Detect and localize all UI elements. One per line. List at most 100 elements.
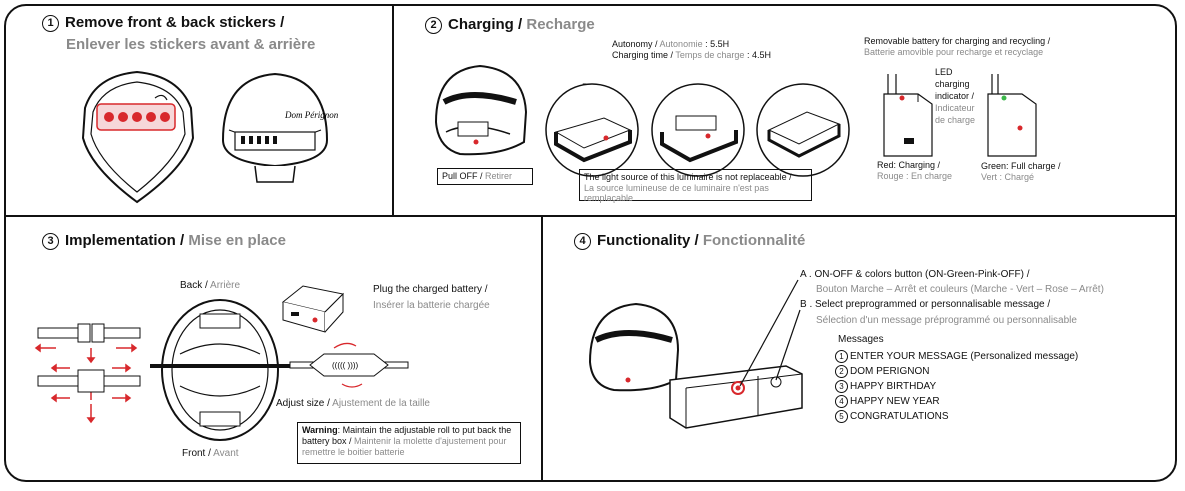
autonomy-en: Autonomy /	[612, 39, 658, 49]
message-number: 5	[835, 410, 848, 423]
plug-battery-fr: Insérer la batterie chargée	[373, 300, 490, 311]
section2-title: 2 Charging / Recharge	[425, 16, 595, 34]
horizontal-divider	[4, 215, 1177, 217]
button-a-en: A . ON-OFF & colors button (ON-Green-Pin…	[800, 269, 1030, 280]
step-number-badge: 2	[425, 17, 442, 34]
message-number: 4	[835, 395, 848, 408]
messages-title: Messages	[838, 334, 884, 345]
led-indicator-fr: Indicateur de charge	[935, 103, 976, 125]
led-indicator-en: LED charging indicator /	[935, 67, 975, 101]
front-fr: Avant	[213, 448, 239, 459]
section1-title-fr: Enlever les stickers avant & arrière	[66, 36, 316, 53]
removable-battery-fr: Batterie amovible pour recharge et recyc…	[864, 47, 1044, 57]
charging-time-line: Charging time / Temps de charge : 4.5H	[612, 50, 771, 61]
step-number-badge: 1	[42, 15, 59, 32]
front-label: Front / Avant	[182, 448, 239, 460]
message-text: HAPPY BIRTHDAY	[850, 381, 937, 392]
light-source-fr: La source lumineuse de ce luminaire n'es…	[584, 183, 769, 203]
battery-step-circle-1	[545, 83, 639, 177]
red-charging-fr: Rouge : En charge	[877, 171, 953, 181]
button-b-en: B . Select preprogrammed or personnalisa…	[800, 299, 1051, 310]
pull-off-fr: Retirer	[485, 171, 513, 181]
battery-step-circle-3	[756, 83, 850, 177]
led-indicator-label: LED charging indicator / Indicateur de c…	[935, 66, 985, 126]
pull-off-box: Pull OFF / Retirer	[437, 168, 533, 185]
back-fr: Arrière	[210, 280, 241, 291]
callout-lines	[739, 279, 801, 387]
button-a-fr: Bouton Marche – Arrêt et couleurs (March…	[816, 284, 1104, 295]
section1-title: 1 Remove front & back stickers /	[42, 14, 284, 32]
charging-time-fr: Temps de charge	[675, 50, 745, 60]
warning-text: Warning: Maintain the adjustable roll to…	[302, 425, 516, 458]
section3-title-en: Implementation	[65, 232, 176, 249]
autonomy-line: Autonomy / Autonomie : 5.5H	[612, 39, 729, 50]
adjust-size-fr: Ajustement de la taille	[332, 398, 430, 409]
message-number: 3	[835, 380, 848, 393]
message-number: 1	[835, 350, 848, 363]
svg-text:Dom Pérignon: Dom Pérignon	[284, 110, 339, 120]
message-text: DOM PERIGNON	[850, 366, 930, 377]
step-number-badge: 3	[42, 233, 59, 250]
red-charging-en: Red: Charging /	[877, 160, 941, 170]
section4-title-en: Functionality	[597, 232, 691, 249]
section4-title-fr: Fonctionnalité	[702, 232, 806, 249]
back-en: Back /	[180, 280, 208, 291]
green-full-fr: Vert : Chargé	[981, 172, 1035, 182]
charging-time-en: Charging time /	[612, 50, 674, 60]
warning-label: Warning	[302, 425, 338, 435]
front-en: Front /	[182, 448, 211, 459]
charging-time-value: : 4.5H	[746, 50, 771, 60]
helmet-charging-illustration	[434, 64, 528, 156]
button-b-fr: Sélection d'un message préprogrammé ou p…	[816, 315, 1077, 326]
section3-title-fr: Mise en place	[188, 232, 286, 249]
helmet-top-view-illustration	[150, 299, 290, 441]
battery-pack-illustration	[281, 285, 345, 333]
light-source-en: The light source of this luminaire is no…	[584, 172, 792, 182]
section2-title-en: Charging	[448, 16, 514, 33]
vertical-divider-top	[392, 4, 394, 216]
autonomy-fr: Autonomie	[659, 39, 703, 49]
strap-buckle-illustration	[34, 323, 141, 424]
adjust-size-en: Adjust size /	[276, 398, 330, 409]
message-number: 2	[835, 365, 848, 378]
title-separator: /	[513, 16, 527, 33]
helmet-front-illustration	[81, 70, 195, 204]
warning-en: : Maintain the adjustable roll to put ba…	[302, 425, 512, 446]
adjustment-roll-illustration: ((((( ))))	[289, 342, 409, 388]
message-text: CONGRATULATIONS	[850, 411, 949, 422]
section4-title: 4 Functionality / Fonctionnalité	[574, 232, 805, 250]
title-separator: /	[175, 232, 189, 249]
vertical-divider-bottom	[541, 215, 543, 482]
section3-title: 3 Implementation / Mise en place	[42, 232, 286, 250]
message-text: ENTER YOUR MESSAGE (Personalized message…	[850, 351, 1079, 362]
back-label: Back / Arrière	[180, 280, 240, 292]
pull-off-en: Pull OFF /	[442, 171, 483, 181]
title-separator: /	[690, 232, 703, 249]
message-text: HAPPY NEW YEAR	[850, 396, 940, 407]
battery-green-led-illustration	[987, 74, 1037, 157]
helmet-side-illustration	[588, 302, 680, 392]
battery-red-led-illustration	[883, 74, 933, 157]
adjust-size-label: Adjust size / Ajustement de la taille	[276, 398, 430, 410]
section2-title-fr: Recharge	[526, 16, 595, 33]
battery-step-circle-2	[651, 83, 745, 177]
button-box-illustration	[669, 365, 803, 429]
step-number-badge: 4	[574, 233, 591, 250]
green-full-en: Green: Full charge /	[981, 161, 1061, 171]
warning-fr: Maintenir la molette d'ajustement pour r…	[302, 436, 507, 457]
helmet-back-illustration: Dom Pérignon	[221, 72, 339, 183]
plug-battery-en: Plug the charged battery /	[373, 284, 488, 295]
pull-off-text: Pull OFF / Retirer	[442, 171, 528, 182]
removable-battery-en: Removable battery for charging and recyc…	[864, 36, 1051, 46]
warning-note: Warning: Maintain the adjustable roll to…	[297, 422, 521, 464]
section1-title-en: Remove front & back stickers /	[65, 14, 285, 31]
outer-frame	[4, 4, 1177, 482]
svg-text:((((( )))): ((((( ))))	[332, 361, 359, 370]
light-source-note: The light source of this luminaire is no…	[579, 169, 812, 203]
